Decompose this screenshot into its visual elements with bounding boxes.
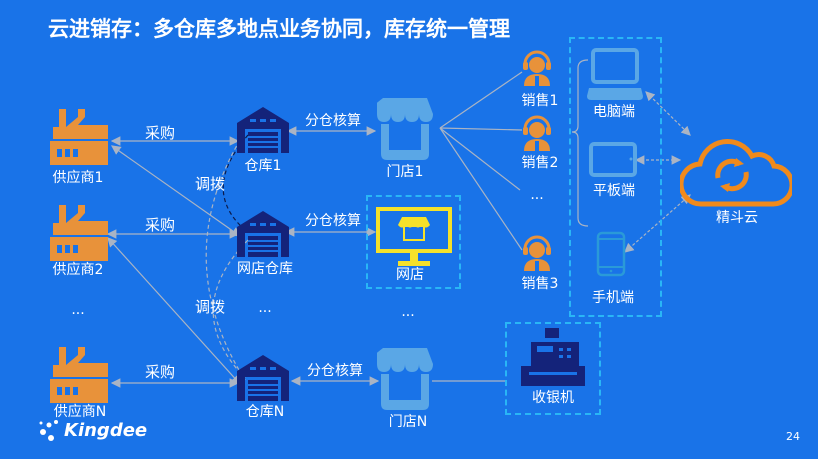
- salesperson-icon: [522, 235, 552, 275]
- supplier-label: 供应商1: [52, 170, 104, 186]
- register-box: 收银机: [505, 322, 601, 415]
- warehouse-icon: [237, 107, 289, 157]
- device-label: 平板端: [593, 183, 635, 199]
- register-label: 收银机: [532, 390, 574, 406]
- supplier-label: 供应商N: [53, 404, 107, 420]
- accounting-label: 分仓核算: [305, 113, 361, 129]
- warehouse-label: 仓库N: [245, 404, 285, 420]
- accounting-label: 分仓核算: [307, 363, 363, 379]
- cloud-sync-icon: [680, 138, 792, 207]
- transfer-label: 调拨: [194, 175, 226, 193]
- kingdee-wordmark: Kingdee: [64, 419, 148, 441]
- purchase-label: 采购: [144, 216, 176, 234]
- warehouse-label: 仓库1: [244, 158, 282, 174]
- phone-icon: [596, 231, 626, 277]
- sales-label: 销售1: [521, 93, 559, 109]
- store-icon: [363, 98, 433, 164]
- devices-box: [569, 37, 662, 317]
- online-store-monitor-icon: [376, 207, 452, 266]
- store-label: 门店1: [386, 164, 424, 180]
- sales-label: 销售3: [521, 276, 559, 292]
- kingdee-logo: Kingdee: [38, 418, 147, 442]
- supplier-label: ...: [71, 302, 85, 318]
- factory-icon: [50, 107, 110, 169]
- accounting-label: 分仓核算: [305, 213, 361, 229]
- tablet-icon: [589, 142, 637, 177]
- sales-label: ...: [530, 187, 544, 203]
- purchase-label: 采购: [144, 124, 176, 142]
- device-label: 手机端: [592, 290, 634, 306]
- purchase-label: 采购: [144, 363, 176, 381]
- salesperson-icon: [522, 115, 552, 155]
- warehouse-icon: [237, 355, 289, 405]
- sales-label: 销售2: [521, 155, 559, 171]
- warehouse-label: 网店仓库: [237, 261, 293, 277]
- store-label: ...: [401, 304, 415, 320]
- store-icon: [363, 348, 433, 414]
- store-label: 网店: [396, 267, 424, 283]
- laptop-icon: [587, 48, 643, 100]
- supplier-label: 供应商2: [52, 262, 104, 278]
- kingdee-dots-icon: [39, 420, 58, 441]
- page-title: 云进销存：多仓库多地点业务协同，库存统一管理: [48, 17, 510, 41]
- store-label: 门店N: [388, 414, 428, 430]
- online-store-box: [366, 195, 461, 289]
- warehouse-label: ...: [258, 300, 272, 316]
- device-label: 电脑端: [593, 104, 635, 120]
- transfer-label: 调拨: [194, 298, 226, 316]
- salesperson-icon: [522, 50, 552, 90]
- warehouse-icon: [237, 211, 289, 261]
- factory-icon: [50, 345, 110, 407]
- cash-register-icon: [521, 328, 585, 386]
- page-number: 24: [786, 430, 800, 443]
- cloud-label: 精斗云: [716, 210, 758, 226]
- factory-icon: [50, 203, 110, 265]
